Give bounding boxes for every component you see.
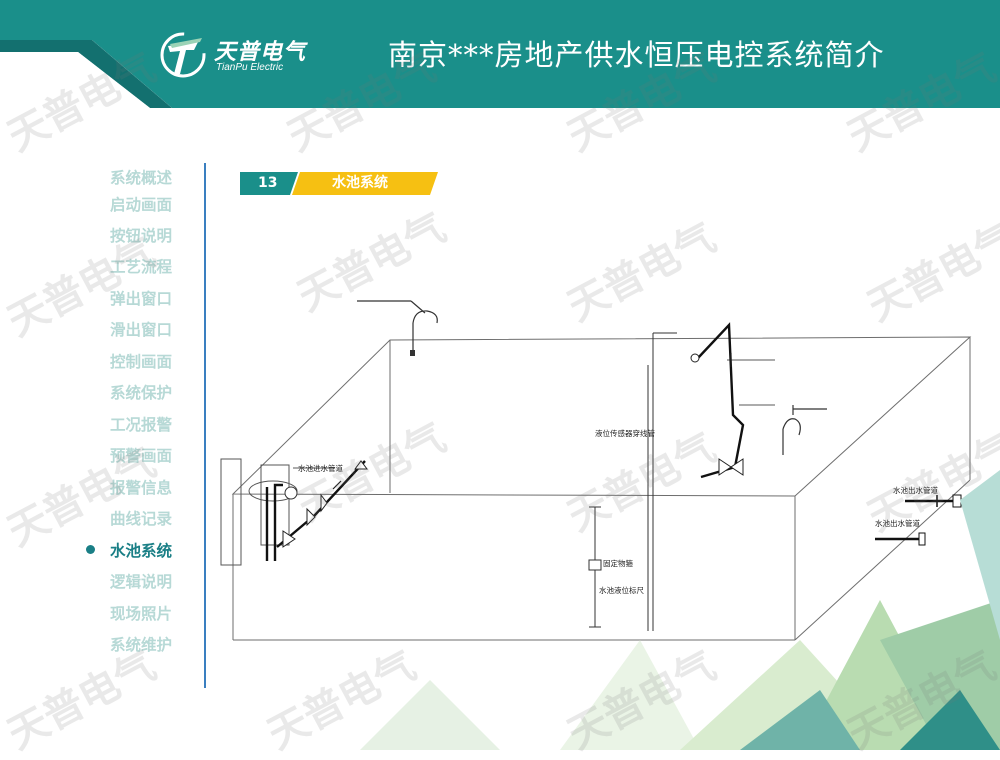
nav-item-system-maintenance[interactable]: 系统维护 (109, 636, 172, 654)
nav-item-process-flow[interactable]: 工艺流程 (109, 258, 172, 276)
level-gauge-label: 水池液位标尺 (599, 586, 644, 595)
section-number: 13 (258, 175, 278, 191)
nav-item-condition-alarm[interactable]: 工况报警 (109, 416, 172, 434)
nav-item-logic-description[interactable]: 逻辑说明 (109, 573, 172, 591)
nav-item-slide-window[interactable]: 滑出窗口 (109, 321, 172, 339)
nav-item-control-screen[interactable]: 控制画面 (109, 353, 172, 371)
nav-item-pool-system[interactable]: 水池系统 (109, 542, 172, 560)
logo-chinese-name: 天普电气 (214, 40, 307, 65)
level-sensor-pipe-label: 液位传感器穿线管 (595, 429, 655, 438)
nav-item-curve-record[interactable]: 曲线记录 (109, 510, 172, 528)
outlet-pipe-label-2: 水池出水管道 (875, 519, 920, 528)
section-label-badge: 水池系统 (292, 172, 438, 195)
section-label: 水池系统 (332, 175, 388, 191)
nav-divider (204, 163, 206, 688)
outlet-pipe-label-1: 水池出水管道 (893, 486, 938, 495)
nav-item-system-overview[interactable]: 系统概述 (109, 169, 172, 187)
page-title: 南京***房地产供水恒压电控系统简介 (388, 38, 885, 72)
pool-schematic (220, 300, 972, 641)
fixed-float-label: 固定物箍 (603, 559, 633, 568)
active-nav-indicator (86, 545, 95, 554)
nav-item-alarm-info[interactable]: 报警信息 (109, 479, 172, 497)
nav-item-startup-screen[interactable]: 启动画面 (109, 196, 172, 214)
company-logo: 天普电气 TianPu Electric (158, 30, 328, 80)
nav-item-button-description[interactable]: 按钮说明 (109, 227, 172, 245)
logo-english-name: TianPu Electric (216, 62, 284, 73)
nav-item-site-photos[interactable]: 现场照片 (109, 605, 172, 623)
nav-item-system-protection[interactable]: 系统保护 (109, 384, 172, 402)
section-number-badge: 13 (240, 172, 298, 195)
pool-system-diagram: 水池进水管道 液位传感器穿线管 固定物箍 水池液位标尺 水池出水管道 水池出水管… (215, 255, 995, 665)
logo-icon (160, 32, 206, 78)
header-banner: 天普电气 TianPu Electric 南京***房地产供水恒压电控系统简介 (0, 0, 1000, 108)
nav-item-popup-window[interactable]: 弹出窗口 (109, 290, 172, 308)
nav-item-warning-screen[interactable]: 预警画面 (109, 447, 172, 465)
header-background (0, 0, 1000, 108)
inlet-pipe-label: 水池进水管道 (298, 464, 343, 473)
